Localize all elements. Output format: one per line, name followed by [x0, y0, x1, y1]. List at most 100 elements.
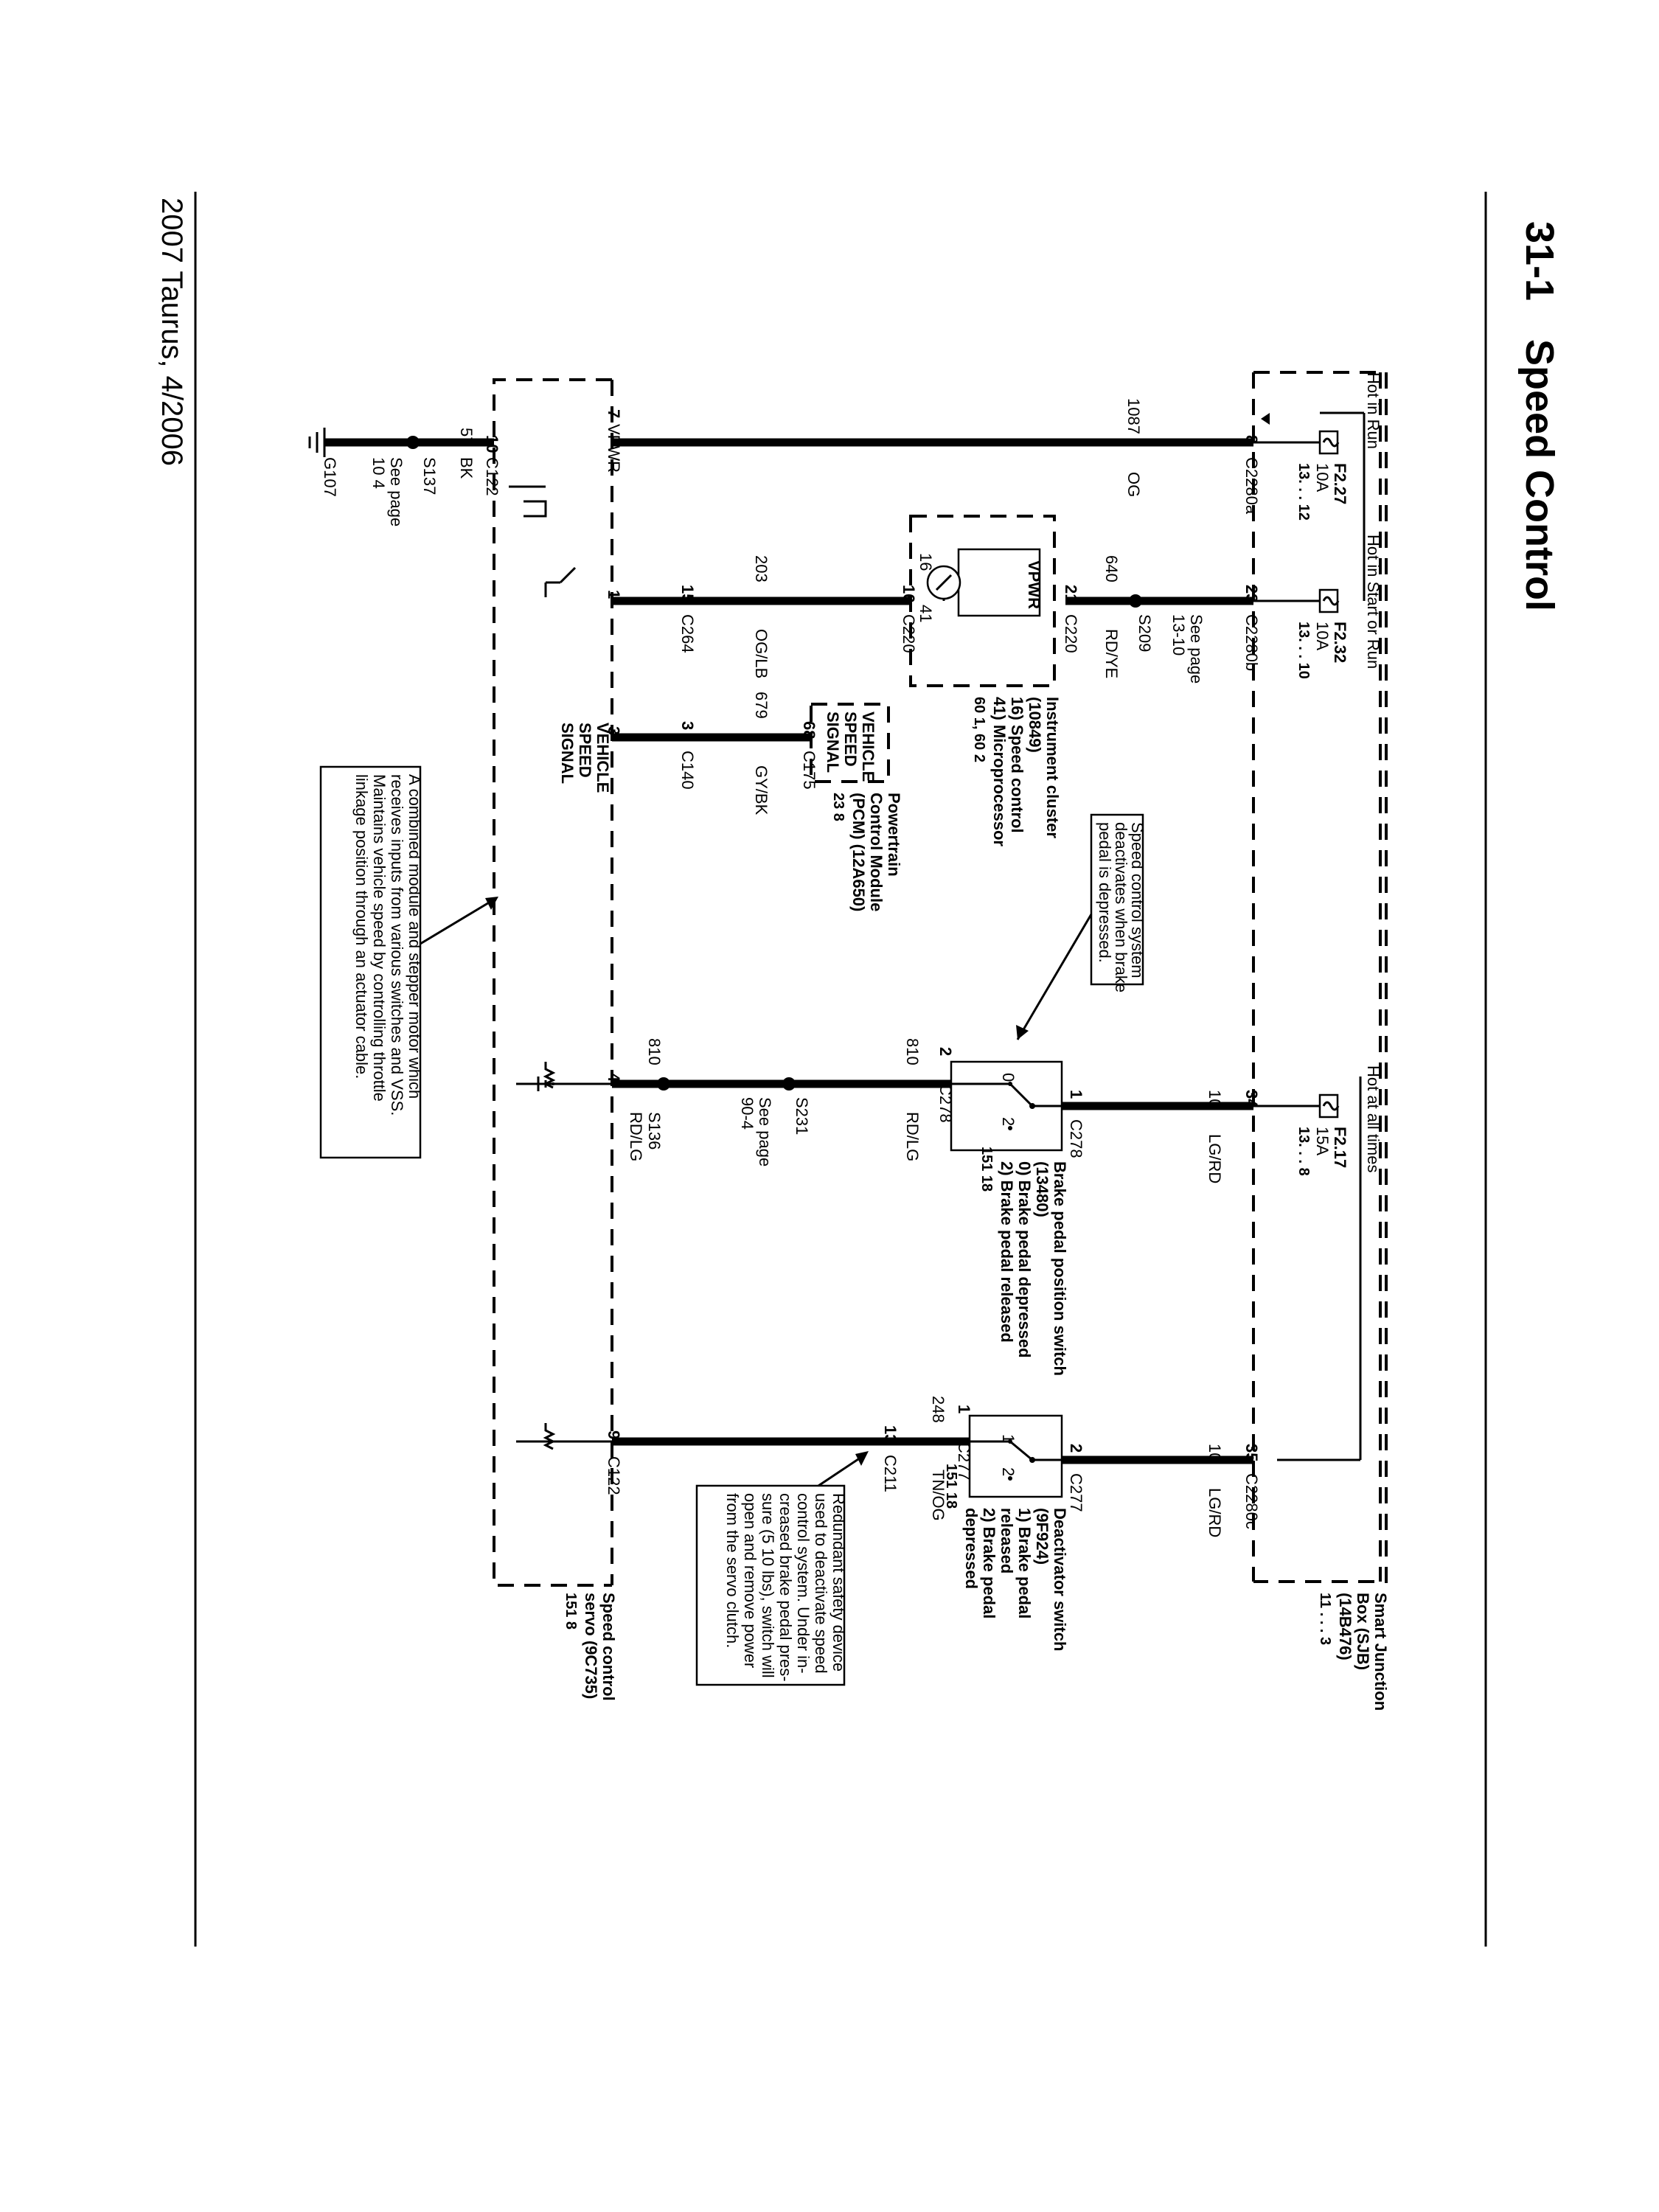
- svg-text:A combined module and stepper: A combined module and stepper motor whic…: [406, 774, 424, 1099]
- instrument-cluster-label: Instrument cluster (10849) 16) Speed con…: [971, 697, 1062, 846]
- color-bk: BK: [457, 457, 476, 479]
- splice-s136: [657, 1077, 670, 1091]
- fuse-name: F2.27: [1331, 463, 1349, 504]
- svg-text:VEHICLE: VEHICLE: [859, 712, 877, 782]
- svg-text:Speed control: Speed control: [599, 1593, 618, 1701]
- svg-text:11 . . . 3: 11 . . . 3: [1317, 1593, 1333, 1645]
- fuse-f2-27: F2.27 10A 13. . . 12: [1295, 430, 1349, 521]
- svg-text:receives inputs from various s: receives inputs from various switches an…: [388, 774, 406, 1116]
- brake-note-box: [1090, 813, 1144, 986]
- pcm-label: Powertrain Control Module (PCM) (12A650)…: [830, 793, 903, 911]
- svg-text:(13480): (13480): [1033, 1161, 1051, 1217]
- pin-68: 68: [800, 721, 818, 739]
- circuit-203: 203: [752, 555, 771, 582]
- fuse-f2-32: F2.32 10A 13. . . 10: [1295, 588, 1349, 679]
- svg-text:151 8: 151 8: [563, 1593, 579, 1630]
- circuit-810: 810: [903, 1038, 922, 1065]
- fuse-name: F2.17: [1331, 1127, 1349, 1168]
- connector-c278-1: C278: [1067, 1119, 1085, 1158]
- resistor-icon-deact: [543, 1423, 556, 1450]
- color-gybk: GY/BK: [752, 765, 771, 815]
- svg-text:See page: See page: [756, 1097, 774, 1166]
- svg-text:See page: See page: [1187, 614, 1206, 684]
- internal-ground-symbol: [524, 500, 547, 518]
- svg-text:0) Brake pedal depressed: 0) Brake pedal depressed: [1015, 1161, 1034, 1358]
- pin-1-c277: 1: [955, 1405, 973, 1413]
- svg-text:deactivates when brake: deactivates when brake: [1112, 822, 1130, 992]
- redundant-note: Redundant safety device used to deactiva…: [723, 1493, 848, 1682]
- pin-3: 3: [678, 721, 697, 730]
- pin-3-module: 3: [605, 726, 623, 735]
- circuit-57: 57: [457, 428, 476, 445]
- svg-text:open and remove power: open and remove power: [741, 1493, 759, 1668]
- color-lgrd-brake: LG/RD: [1206, 1134, 1224, 1183]
- fuse-amps: 10A: [1313, 463, 1332, 492]
- svg-text:151 18: 151 18: [943, 1464, 959, 1509]
- sjb-box: [1253, 371, 1388, 1583]
- arrow-right: [1261, 413, 1270, 425]
- deactivator-blade: [1009, 1440, 1033, 1461]
- connector-c264: C264: [678, 614, 697, 653]
- ic-pin-41: 41: [917, 605, 935, 622]
- connector-c2280c: C2280c: [1242, 1473, 1261, 1529]
- module-note: A combined module and stepper motor whic…: [352, 774, 424, 1116]
- deactivator-label: Deactivator switch (9F924) 1) Brake peda…: [943, 1464, 1069, 1651]
- svg-text:(9F924): (9F924): [1033, 1508, 1051, 1565]
- circuit-640: 640: [1102, 555, 1121, 582]
- fuse-icon: [1318, 588, 1339, 613]
- circuit-810-bottom: 810: [645, 1038, 664, 1065]
- svg-text:23 8: 23 8: [830, 793, 846, 821]
- color-tnog: TN/OG: [929, 1470, 947, 1521]
- svg-text:creased brake pedal pres-: creased brake pedal pres-: [776, 1493, 795, 1682]
- ic-pin-16: 16: [917, 553, 935, 571]
- svg-text:linkage position through an ac: linkage position through an actuator cab…: [352, 774, 371, 1079]
- svg-text:See page: See page: [387, 457, 406, 526]
- fuse-amps: 15A: [1313, 1127, 1332, 1155]
- svg-text:41) Microprocessor: 41) Microprocessor: [990, 697, 1009, 846]
- svg-text:Brake pedal position switch: Brake pedal position switch: [1051, 1161, 1069, 1376]
- hot-at-all-times-label: Hot at all times: [1364, 1065, 1382, 1173]
- svg-text:2) Brake pedal: 2) Brake pedal: [980, 1508, 998, 1618]
- pin-4-module: 4: [605, 1073, 623, 1082]
- brake-switch-blade: [1009, 1082, 1034, 1107]
- svg-text:Redundant safety device: Redundant safety device: [830, 1493, 848, 1672]
- vpwr-label: VPWR: [605, 424, 623, 473]
- svg-text:(10849): (10849): [1026, 697, 1044, 753]
- svg-text:depressed: depressed: [962, 1508, 981, 1589]
- connector-c175: C175: [800, 751, 818, 790]
- section-number: 31-1: [1517, 221, 1562, 301]
- svg-text:Maintains vehicle speed by con: Maintains vehicle speed by controlling t…: [370, 774, 389, 1102]
- svg-text:Deactivator switch: Deactivator switch: [1051, 1508, 1069, 1651]
- connector-c211: C211: [881, 1455, 900, 1492]
- svg-text:Box (SJB): Box (SJB): [1354, 1593, 1372, 1670]
- pin-1-c278: 1: [1067, 1090, 1085, 1099]
- connector-c220-out: C220: [900, 614, 918, 653]
- svg-text:Control Module: Control Module: [867, 793, 886, 911]
- color-rdlg-bottom: RD/LG: [627, 1112, 645, 1161]
- svg-text:SIGNAL: SIGNAL: [824, 712, 842, 773]
- svg-text:sure (5 10 lbs), swit: sure (5 10 lbs), switch will: [759, 1493, 777, 1678]
- deact-position-2: 2: [999, 1467, 1018, 1476]
- module-note-pointer: [420, 898, 495, 945]
- servo-box: [493, 378, 612, 1587]
- svg-text:Powertrain: Powertrain: [885, 793, 903, 877]
- pin-10-ground: 10: [483, 435, 501, 453]
- svg-text:90-4: 90-4: [738, 1097, 757, 1130]
- fuse-refs: 13. . . 12: [1295, 463, 1312, 521]
- svg-text:VEHICLE: VEHICLE: [594, 723, 612, 793]
- brake-switch-box: [950, 1060, 1063, 1152]
- pin-34: 34: [1242, 1090, 1261, 1108]
- fuse-f2-17: F2.17 15A 13. . . 8: [1295, 1093, 1349, 1176]
- footer-text: 2007 Taurus, 4/2006: [156, 198, 188, 466]
- page-footer: 2007 Taurus, 4/2006: [156, 198, 188, 466]
- page-title: Speed Control: [1517, 339, 1562, 611]
- vehicle-speed-signal-label: VEHICLE SPEED SIGNAL: [558, 723, 612, 793]
- connector-c278-2: C278: [936, 1084, 955, 1123]
- svg-text:Speed control system: Speed control system: [1128, 822, 1147, 978]
- pin-13: 13: [881, 1425, 900, 1443]
- module-note-box: [319, 765, 422, 1159]
- pin-16-out: 16: [900, 585, 918, 602]
- color-lgrd-deact: LG/RD: [1206, 1488, 1224, 1537]
- brake-position-2: 2: [999, 1117, 1018, 1126]
- ground-g107-label: G107: [321, 457, 339, 497]
